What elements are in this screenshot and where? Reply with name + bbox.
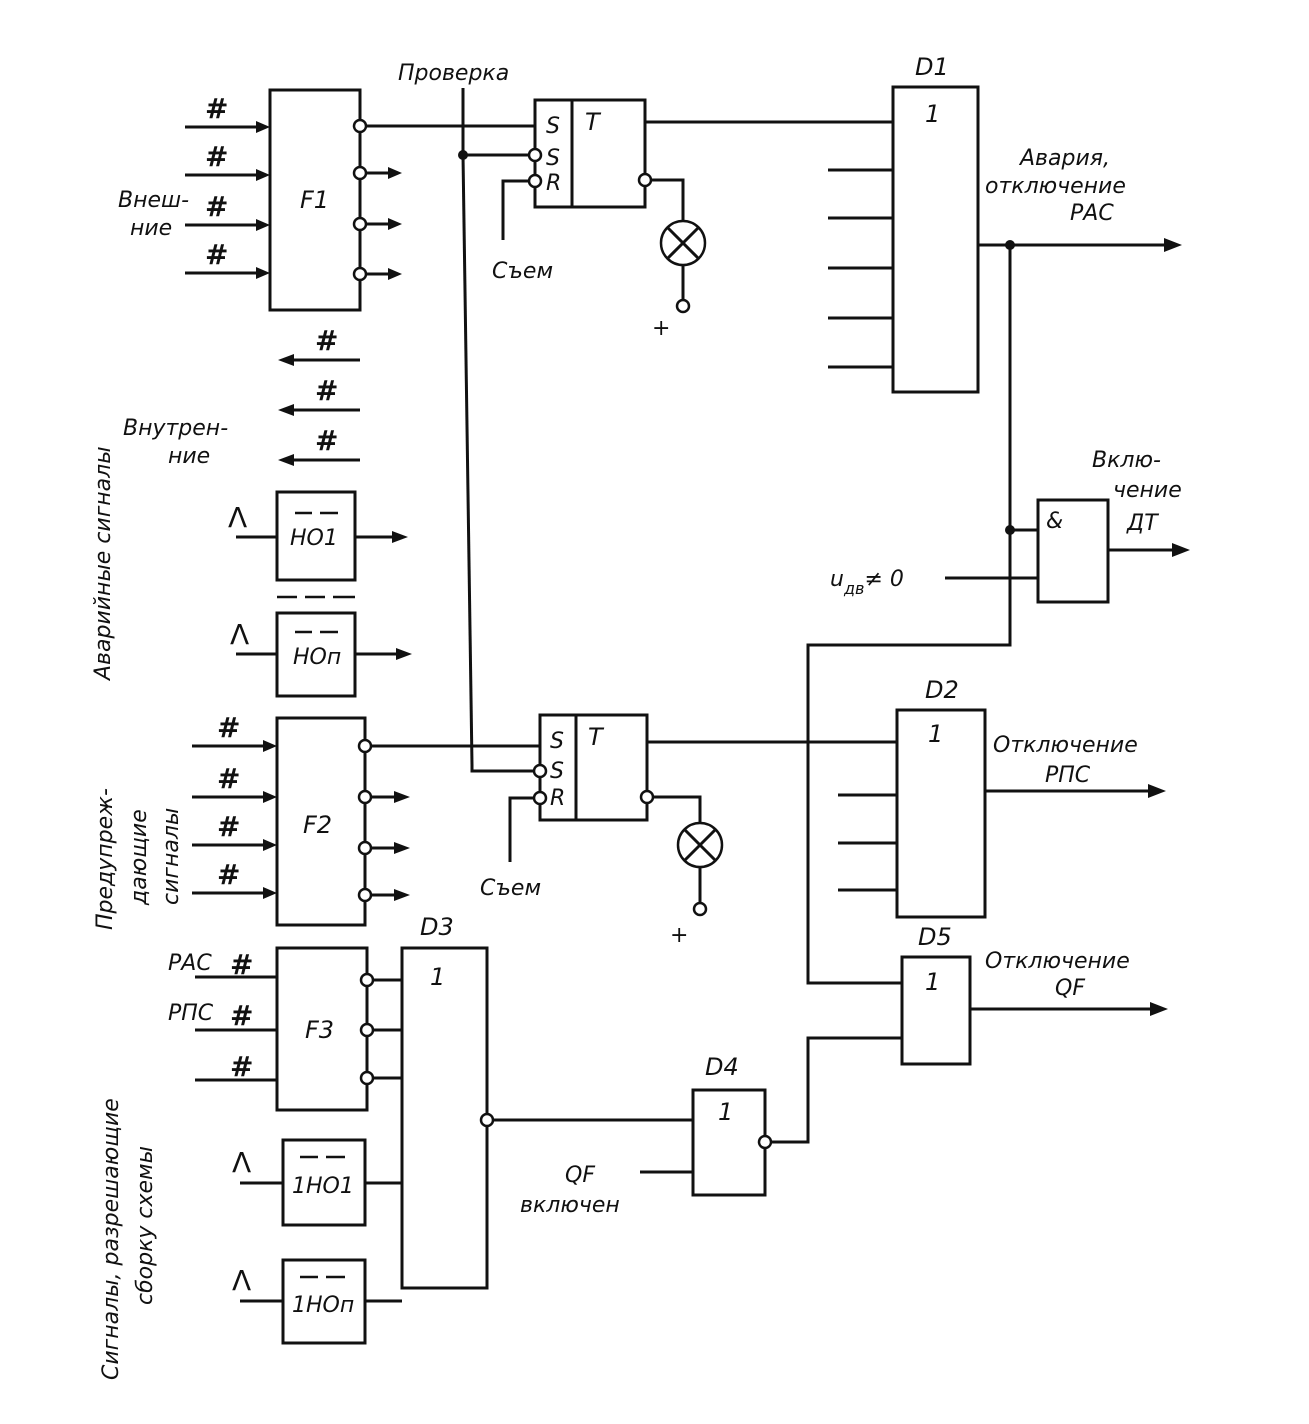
lamp-icon: [676, 821, 724, 869]
label-in-pac: РАС: [168, 951, 212, 976]
label-enable-signals-1: Сигналы, разрешающие: [99, 1098, 124, 1380]
internal-signals: # # #: [278, 324, 360, 466]
bus-hash: #: [205, 92, 228, 125]
block-1ho1: 1НО1: [281, 1138, 367, 1227]
trigger-1: S S R T: [527, 98, 653, 209]
input-caret: Λ: [232, 1146, 251, 1179]
d3-symbol: 1: [430, 963, 445, 991]
bus-hash: #: [205, 238, 228, 271]
label-off-qf-1: Отключение: [985, 949, 1130, 974]
label-udv: uдв≠ 0: [830, 567, 904, 598]
block-d4: D4 1: [691, 1053, 773, 1197]
trigger-s-label: S: [550, 729, 564, 754]
bus-hash: #: [205, 140, 228, 173]
input-caret: Λ: [230, 618, 249, 651]
d3-name: D3: [420, 913, 454, 941]
bus-hash: #: [217, 762, 240, 795]
block-d1: D1 1: [891, 53, 980, 394]
label-warning-1: Предупреж-: [93, 788, 118, 930]
label-alarm-1: Авария,: [1018, 146, 1110, 171]
gate-and: &: [1036, 498, 1110, 604]
d5-name: D5: [918, 923, 952, 951]
bus-hash: #: [230, 1050, 253, 1083]
label-alarm-signals: Аварийные сигналы: [91, 446, 116, 682]
and-symbol: &: [1046, 509, 1063, 534]
ho1-label: НО1: [290, 526, 338, 551]
label-warning-2: дающие: [127, 809, 152, 906]
trigger-t-label: T: [588, 723, 605, 751]
label-qf-on-2: включен: [520, 1193, 620, 1218]
trigger-s-label: S: [546, 146, 560, 171]
block-f3: F3 # # #: [195, 946, 402, 1112]
label-off-rps-2: РПС: [1045, 763, 1091, 788]
trigger-2: S S R T: [532, 713, 655, 822]
d2-symbol: 1: [928, 720, 943, 748]
label-reset-2: Съем: [480, 876, 541, 901]
block-1hon: 1НОп: [281, 1258, 367, 1345]
f2-label: F2: [303, 811, 332, 839]
bus-hash: #: [230, 999, 253, 1032]
bus-hash: #: [217, 810, 240, 843]
label-enable-1: Вклю-: [1092, 448, 1161, 473]
block-d3: D3 1: [400, 913, 495, 1290]
label-off-rps-1: Отключение: [993, 733, 1138, 758]
1hon-label: 1НОп: [292, 1293, 354, 1318]
label-plus-2: +: [670, 923, 688, 948]
label-internal-1: Внутрен-: [123, 416, 228, 441]
label-in-pps: РПС: [168, 1001, 214, 1026]
input-caret: Λ: [228, 501, 247, 534]
block-d5: D5 1: [900, 923, 972, 1066]
lamp-icon: [659, 219, 707, 267]
label-internal-2: ние: [168, 444, 210, 469]
trigger-t-label: T: [585, 108, 602, 136]
trigger-r-label: R: [546, 171, 561, 196]
d1-name: D1: [915, 53, 949, 81]
trigger-s-label: S: [546, 114, 560, 139]
trigger-s-label: S: [550, 759, 564, 784]
input-caret: Λ: [232, 1264, 251, 1297]
block-hon: НОп: [275, 611, 357, 698]
label-alarm-3: РАС: [1070, 201, 1114, 226]
label-external-1: Внеш-: [118, 188, 189, 213]
block-ho1: НО1: [275, 490, 357, 582]
bus-hash: #: [217, 858, 240, 891]
block-f1: F1 # # # #: [185, 88, 402, 312]
d4-symbol: 1: [718, 1098, 733, 1126]
hon-label: НОп: [293, 645, 341, 670]
label-enable-3: ДТ: [1126, 511, 1159, 536]
d4-name: D4: [705, 1053, 739, 1081]
bus-hash: #: [205, 190, 228, 223]
bus-hash: #: [315, 424, 338, 457]
trigger-r-label: R: [550, 786, 565, 811]
f3-label: F3: [305, 1016, 334, 1044]
d2-name: D2: [925, 676, 959, 704]
f1-label: F1: [300, 186, 329, 214]
label-enable-signals-2: сборку схемы: [133, 1146, 158, 1305]
d5-symbol: 1: [925, 968, 940, 996]
bus-hash: #: [217, 711, 240, 744]
label-alarm-2: отключение: [985, 174, 1126, 199]
label-off-qf-2: QF: [1055, 976, 1085, 1001]
label-check: Проверка: [398, 61, 509, 86]
label-reset-1: Съем: [492, 259, 553, 284]
bus-hash: #: [315, 324, 338, 357]
label-warning-3: сигналы: [159, 808, 184, 905]
block-f2: F2 # # # #: [192, 711, 410, 927]
label-enable-2: чение: [1113, 478, 1182, 503]
1ho1-label: 1НО1: [292, 1174, 354, 1199]
bus-hash: #: [230, 948, 253, 981]
label-external-2: ние: [130, 216, 172, 241]
bus-hash: #: [315, 374, 338, 407]
d1-symbol: 1: [925, 100, 940, 128]
block-d2: D2 1: [895, 676, 987, 919]
label-qf-on-1: QF: [565, 1163, 595, 1188]
label-plus-1: +: [652, 316, 670, 341]
